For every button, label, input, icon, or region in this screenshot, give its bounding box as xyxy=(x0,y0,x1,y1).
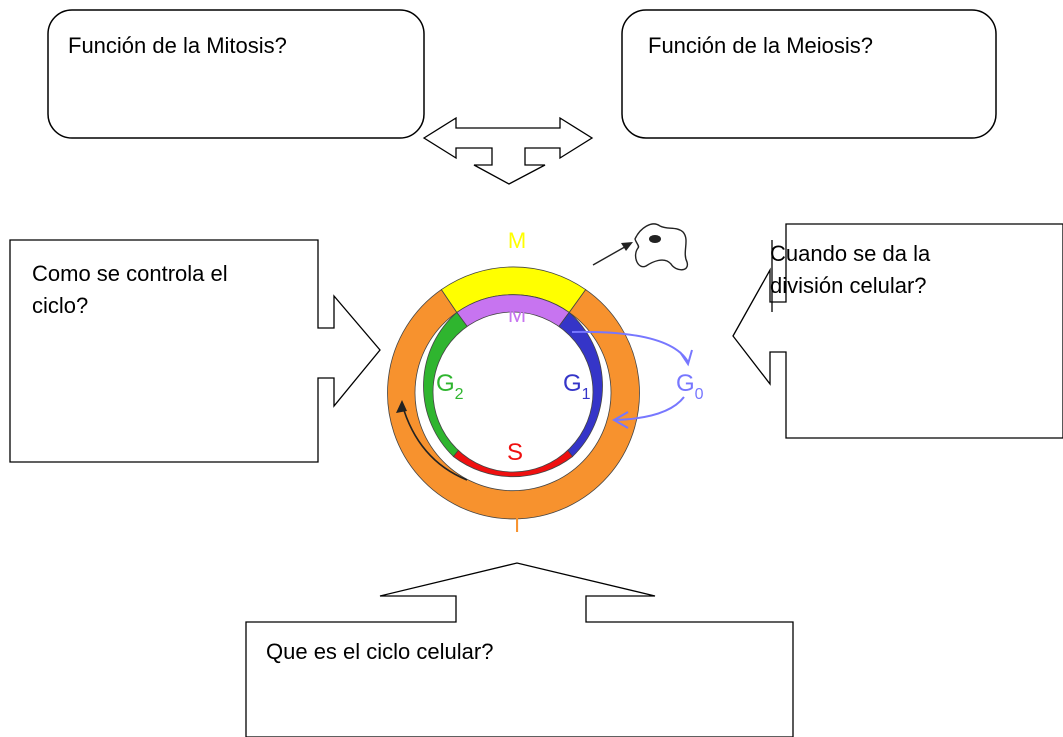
g1-label: G1 xyxy=(563,370,591,403)
cycle-callout xyxy=(245,562,794,737)
direction-arrow xyxy=(401,403,468,481)
division-callout xyxy=(732,223,1063,439)
outer-m-label: M xyxy=(508,228,526,253)
g0-arrow-in-head xyxy=(611,411,629,429)
g0-arrow-in xyxy=(615,396,685,421)
division-question-line2: división celular? xyxy=(770,273,927,298)
s-label: S xyxy=(507,439,523,466)
meiosis-question: Función de la Meiosis? xyxy=(648,33,874,58)
cell-sketch-icon xyxy=(634,223,689,271)
mitosis-question: Función de la Mitosis? xyxy=(68,33,287,58)
inner-m-label: M xyxy=(508,302,526,327)
control-question: Como se controla el ciclo? xyxy=(32,258,228,322)
control-callout xyxy=(9,239,381,463)
interphase-label: I xyxy=(514,512,520,537)
control-question-line2: ciclo? xyxy=(32,293,89,318)
division-question-line1: Cuando se da la xyxy=(770,241,931,266)
g0-label: G0 xyxy=(676,370,704,403)
cycle-question: Que es el ciclo celular? xyxy=(266,639,494,664)
cell-cycle-diagram: M M G2 G1 S G0 I xyxy=(387,223,704,537)
division-question: Cuando se da la división celular? xyxy=(770,238,930,302)
direction-arrowhead xyxy=(396,400,407,413)
control-question-line1: Como se controla el xyxy=(32,261,228,286)
g0-arrow-out-head xyxy=(679,349,693,367)
interphase-ring xyxy=(387,289,640,520)
g2-label: G2 xyxy=(436,370,464,403)
mitosis-box xyxy=(47,9,425,139)
three-way-arrow xyxy=(422,116,594,185)
cell-nucleus-icon xyxy=(649,235,661,243)
exit-arrowhead xyxy=(621,242,633,251)
meiosis-box xyxy=(621,9,997,139)
